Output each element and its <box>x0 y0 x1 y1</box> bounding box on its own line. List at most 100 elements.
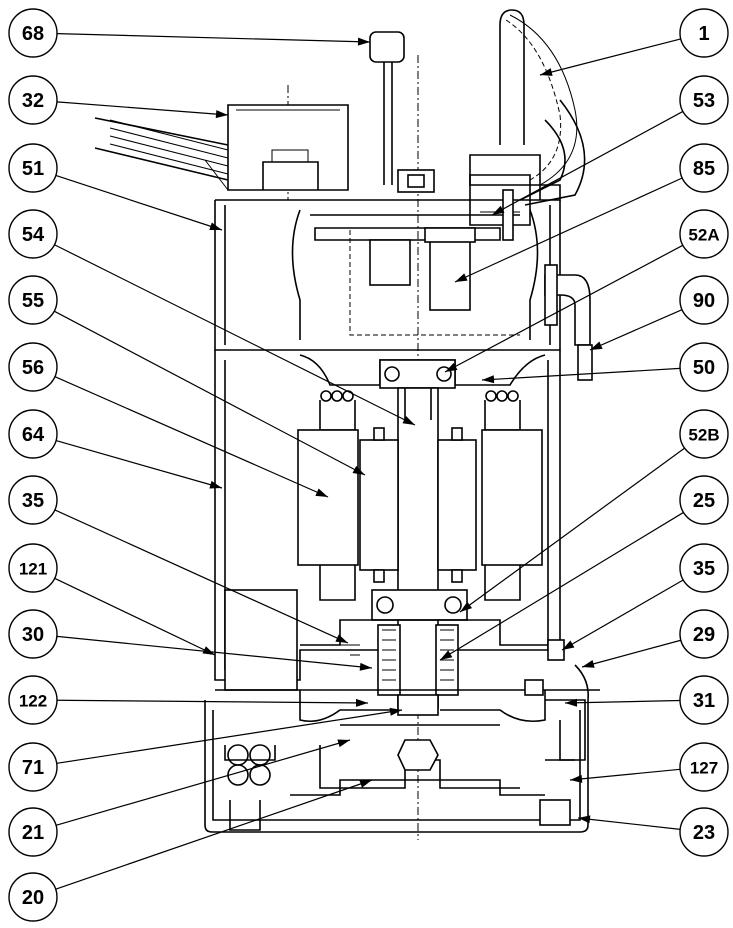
leader-arrow-54 <box>402 416 415 425</box>
callout-bubble-35 <box>679 543 729 593</box>
leader-arrow-51 <box>209 222 222 231</box>
mechanical-seal <box>300 619 565 696</box>
leader-arrow-68 <box>357 37 370 46</box>
callout-bubble-90 <box>679 275 729 325</box>
leader-line-1 <box>539 38 681 76</box>
callout-label-32: 32 <box>22 90 44 112</box>
callout-bubble-55 <box>8 275 58 325</box>
lower-bearing <box>371 589 468 621</box>
callout-label-90: 90 <box>693 290 715 312</box>
cable-entry <box>94 104 349 191</box>
callout-bubble-71 <box>8 742 58 792</box>
leader-arrow-25 <box>440 650 453 660</box>
leader-arrow-35 <box>335 634 348 643</box>
leader-line-30 <box>56 635 373 669</box>
suction-base <box>224 720 575 831</box>
leader-line-21 <box>55 739 351 826</box>
callout-label-23: 23 <box>693 822 715 844</box>
leader-line-25 <box>439 511 684 661</box>
callout-label-56: 56 <box>22 357 44 379</box>
callout-label-51: 51 <box>22 158 44 180</box>
leader-line-51 <box>55 174 223 231</box>
leader-line-56 <box>54 376 329 498</box>
impeller <box>319 694 520 789</box>
leader-line-55 <box>53 310 366 476</box>
callout-label-31: 31 <box>693 690 715 712</box>
leader-arrow-64 <box>209 480 222 489</box>
leader-arrow-29 <box>582 660 595 668</box>
leader-line-20 <box>55 779 373 890</box>
callout-label-68: 68 <box>22 23 44 45</box>
callout-label-127: 127 <box>690 759 718 778</box>
callout-label-35: 35 <box>693 558 715 580</box>
callout-bubble-51 <box>8 143 58 193</box>
callout-label-55: 55 <box>22 290 44 312</box>
leader-line-35 <box>54 509 349 644</box>
callout-label-50: 50 <box>693 357 715 379</box>
callout-bubble-56 <box>8 342 58 392</box>
leader-line-32 <box>56 101 229 116</box>
motor-frame <box>214 350 561 681</box>
leader-arrow-71 <box>389 707 402 716</box>
callout-label-21: 21 <box>22 822 44 844</box>
callout-label-29: 29 <box>693 624 715 646</box>
callout-label-52B: 52B <box>688 426 719 445</box>
callout-bubble-52B <box>679 409 729 459</box>
callout-bubble-32 <box>8 75 58 125</box>
leader-arrow-30 <box>359 662 372 671</box>
callout-bubble-50 <box>679 342 729 392</box>
callout-bubble-52A <box>679 209 729 259</box>
leader-lines <box>53 33 685 890</box>
callout-bubble-122 <box>8 675 58 725</box>
callout-bubble-29 <box>679 609 729 659</box>
callout-bubble-127 <box>679 742 729 792</box>
leader-arrow-121 <box>202 646 215 655</box>
callout-label-35: 35 <box>22 490 44 512</box>
callout-bubble-68 <box>8 8 58 58</box>
leader-arrow-21 <box>337 739 350 748</box>
callout-label-1: 1 <box>698 23 709 45</box>
leader-line-122 <box>56 699 369 704</box>
callout-bubble-85 <box>679 143 729 193</box>
leader-line-29 <box>581 639 681 668</box>
callout-bubble-1 <box>679 8 729 58</box>
callout-bubble-31 <box>679 675 729 725</box>
callout-bubble-121 <box>8 543 58 593</box>
leader-arrow-52A <box>445 362 458 372</box>
callout-labels: 6832515455566435121301227121201538552A90… <box>8 8 729 922</box>
leader-arrow-20 <box>359 780 372 788</box>
callout-label-25: 25 <box>693 490 715 512</box>
leader-line-68 <box>56 33 371 43</box>
callout-label-53: 53 <box>693 90 715 112</box>
leader-arrow-23 <box>578 815 591 824</box>
leader-line-71 <box>56 709 403 764</box>
lifting-handle <box>499 9 586 206</box>
callout-bubble-35 <box>8 475 58 525</box>
leader-arrow-1 <box>540 68 553 76</box>
pump-casing <box>204 664 590 833</box>
intermediate-casing <box>215 589 600 723</box>
callout-label-85: 85 <box>693 158 715 180</box>
leader-arrow-85 <box>455 273 468 282</box>
leader-arrow-53 <box>492 205 505 215</box>
callout-label-122: 122 <box>19 692 47 711</box>
leader-line-35 <box>561 579 684 651</box>
callout-bubble-20 <box>8 872 58 922</box>
callout-label-71: 71 <box>22 757 44 779</box>
stator <box>297 390 543 601</box>
leader-arrow-52B <box>460 601 473 612</box>
leader-line-90 <box>589 309 683 351</box>
callout-label-64: 64 <box>22 424 45 446</box>
leader-line-31 <box>564 699 681 704</box>
leader-line-121 <box>54 577 216 656</box>
rotor-shaft <box>359 387 477 709</box>
float-switch <box>369 31 435 193</box>
callout-label-121: 121 <box>19 560 47 579</box>
leader-line-50 <box>481 367 681 381</box>
leader-line-85 <box>454 177 683 283</box>
callout-label-20: 20 <box>22 887 44 909</box>
leader-line-54 <box>54 244 416 426</box>
discharge-elbow <box>544 264 593 381</box>
